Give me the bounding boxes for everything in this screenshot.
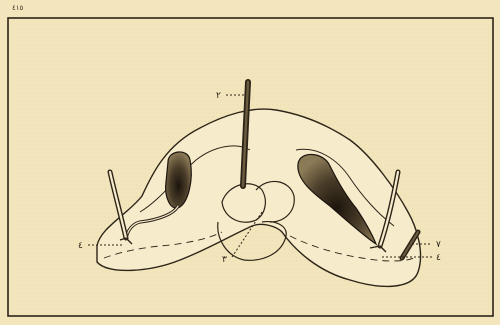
label-center-bottom: ٣ [222,255,227,265]
label-top-probe: ٢ [216,91,221,101]
label-right-upper: ٧ [436,240,441,250]
label-right-lower: ٤ [436,253,441,263]
label-left-duct: ٤ [78,241,83,251]
